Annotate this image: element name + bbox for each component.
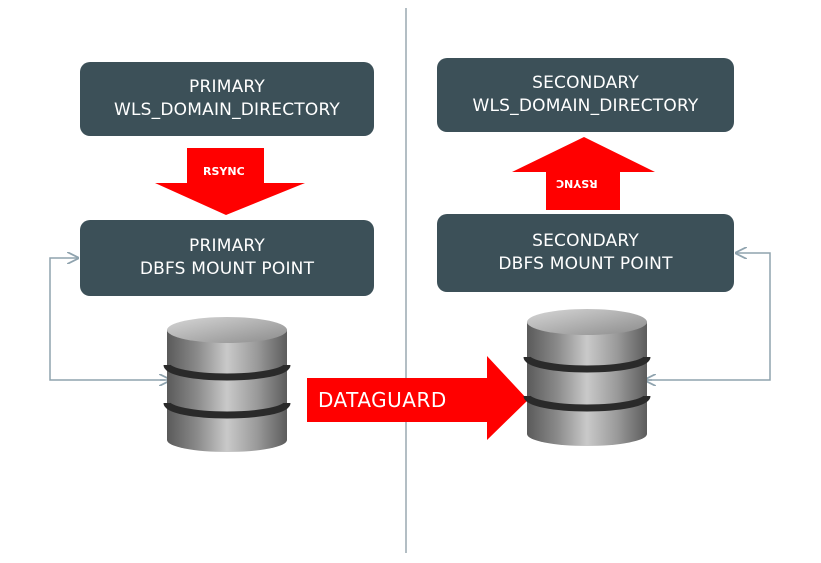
- primary-wls-line1: PRIMARY: [189, 77, 265, 97]
- primary-rsync-label: RSYNC: [203, 165, 245, 178]
- dataguard-label: DATAGUARD: [318, 388, 447, 412]
- secondary-loop-connector: [646, 253, 771, 381]
- secondary-dbfs-box: SECONDARY DBFS MOUNT POINT: [437, 214, 734, 292]
- primary-rsync-arrow: [155, 148, 305, 215]
- secondary-rsync-arrow: [512, 137, 655, 210]
- primary-database-icon: [163, 317, 291, 452]
- secondary-wls-domain-box: SECONDARY WLS_DOMAIN_DIRECTORY: [437, 58, 734, 132]
- primary-wls-line2: WLS_DOMAIN_DIRECTORY: [114, 100, 340, 120]
- secondary-database-icon: [523, 309, 651, 446]
- secondary-wls-line2: WLS_DOMAIN_DIRECTORY: [472, 96, 699, 116]
- primary-wls-domain-box: PRIMARY WLS_DOMAIN_DIRECTORY: [80, 62, 374, 136]
- secondary-wls-line1: SECONDARY: [532, 73, 639, 93]
- primary-dbfs-line2: DBFS MOUNT POINT: [139, 259, 315, 279]
- primary-dbfs-box: PRIMARY DBFS MOUNT POINT: [80, 220, 374, 296]
- secondary-rsync-label: RSYNC: [556, 177, 598, 190]
- primary-loop-connector: [49, 258, 165, 381]
- secondary-dbfs-line2: DBFS MOUNT POINT: [498, 254, 673, 274]
- dataguard-arrow: [307, 356, 528, 440]
- primary-dbfs-line1: PRIMARY: [189, 236, 265, 256]
- secondary-dbfs-line1: SECONDARY: [532, 231, 639, 251]
